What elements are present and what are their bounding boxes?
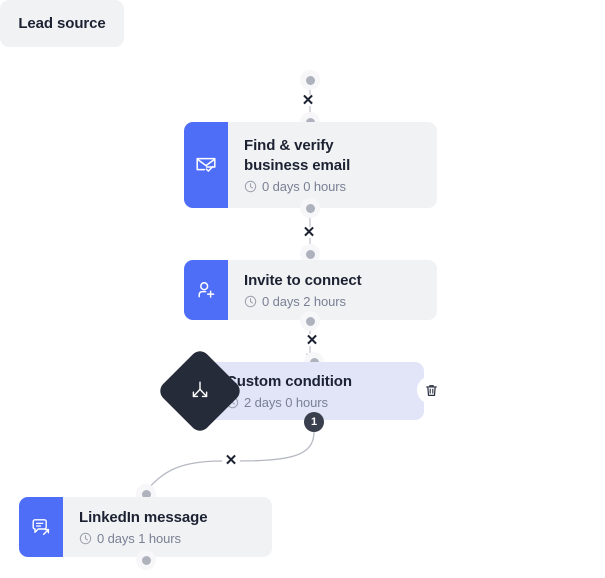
node-lead-source-title: Lead source <box>18 14 106 32</box>
edge-marker-invite-to-condition[interactable]: ✕ <box>305 331 319 349</box>
node-linkedin-message-delay-text: 0 days 1 hours <box>97 531 181 546</box>
node-find-verify-email-delay: 0 days 0 hours <box>244 179 423 194</box>
node-linkedin-message[interactable]: LinkedIn message 0 days 1 hours <box>19 497 272 557</box>
node-invite-to-connect-title: Invite to connect <box>244 272 362 289</box>
node-find-verify-email-title-line1: Find & verify <box>244 137 334 154</box>
branch-split-icon <box>192 381 208 398</box>
node-custom-condition-title: Custom condition <box>226 373 352 390</box>
handle-invite-to-connect-out[interactable] <box>300 311 320 331</box>
person-plus-icon <box>198 282 215 298</box>
node-find-verify-email[interactable]: Find & verify business email 0 days 0 ho… <box>184 122 437 208</box>
edge-marker-lead-to-email[interactable]: ✕ <box>301 91 315 109</box>
branch-badge-1[interactable]: 1 <box>304 412 324 432</box>
node-invite-to-connect-body: Invite to connect 0 days 2 hours <box>228 260 437 320</box>
envelope-check-icon <box>196 157 216 172</box>
node-invite-to-connect-icon-tab <box>184 260 228 320</box>
message-send-icon <box>32 519 50 536</box>
edge-marker-email-to-invite[interactable]: ✕ <box>302 223 316 241</box>
node-custom-condition-shape[interactable] <box>156 347 244 435</box>
delete-step-button[interactable] <box>417 376 445 404</box>
node-invite-to-connect-delay-text: 0 days 2 hours <box>262 294 346 309</box>
handle-invite-to-connect-in[interactable] <box>300 244 320 264</box>
node-linkedin-message-title: LinkedIn message <box>79 509 208 526</box>
node-linkedin-message-body: LinkedIn message 0 days 1 hours <box>63 497 272 557</box>
node-custom-condition-delay-text: 2 days 0 hours <box>244 395 328 410</box>
clock-icon <box>244 295 257 308</box>
handle-lead-source-out[interactable] <box>300 70 320 90</box>
trash-icon <box>425 384 437 396</box>
handle-find-verify-email-out[interactable] <box>300 198 320 218</box>
clock-icon <box>79 532 92 545</box>
edge-marker-condition-to-linkedin[interactable]: ✕ <box>224 451 238 469</box>
node-linkedin-message-delay: 0 days 1 hours <box>79 531 258 546</box>
handle-linkedin-message-out[interactable] <box>136 550 156 570</box>
node-find-verify-email-body: Find & verify business email 0 days 0 ho… <box>228 122 437 208</box>
node-find-verify-email-icon-tab <box>184 122 228 208</box>
node-linkedin-message-icon-tab <box>19 497 63 557</box>
node-find-verify-email-delay-text: 0 days 0 hours <box>262 179 346 194</box>
node-invite-to-connect-delay: 0 days 2 hours <box>244 294 423 309</box>
node-lead-source[interactable]: Lead source <box>0 0 124 47</box>
clock-icon <box>244 180 257 193</box>
node-invite-to-connect[interactable]: Invite to connect 0 days 2 hours <box>184 260 437 320</box>
node-custom-condition-delay: 2 days 0 hours <box>226 395 410 410</box>
node-find-verify-email-title-line2: business email <box>244 157 351 174</box>
